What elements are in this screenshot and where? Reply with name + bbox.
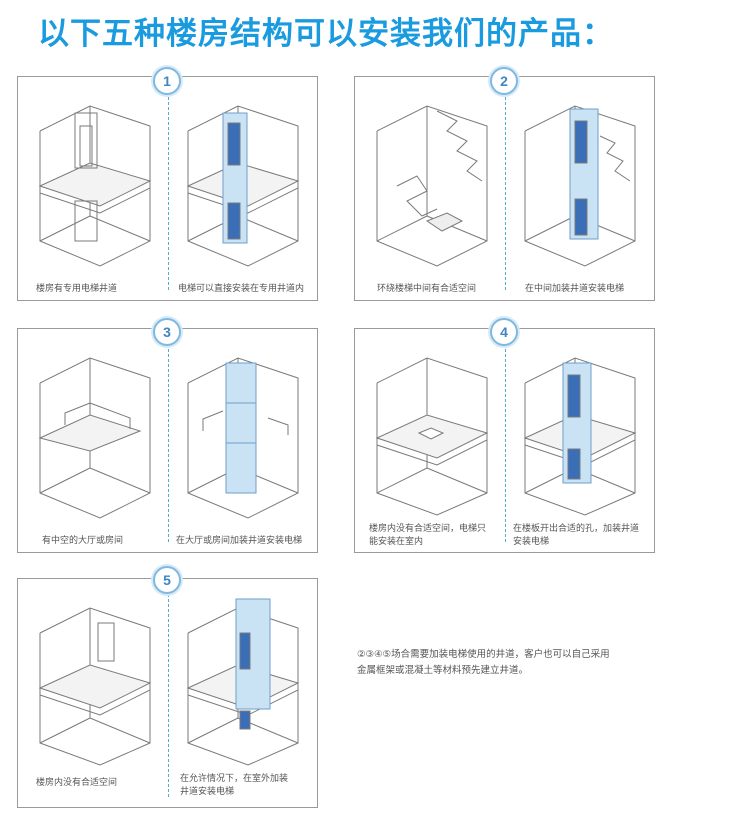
scene-hall-elevator bbox=[187, 357, 299, 519]
panel-divider bbox=[505, 87, 506, 290]
caption-left: 有中空的大厅或房间 bbox=[42, 535, 123, 548]
badge-3: 3 bbox=[153, 318, 181, 346]
caption-line: 电梯可以直接安装在专用井道内 bbox=[178, 284, 305, 294]
caption-line: 楼房内没有合适空间 bbox=[36, 778, 118, 788]
badge-5: 5 bbox=[153, 566, 181, 594]
caption-line: 环绕楼梯中间有合适空间 bbox=[377, 284, 477, 294]
page-title: 以下五种楼房结构可以安装我们的产品： bbox=[38, 16, 614, 52]
scene-floor-hole bbox=[375, 357, 489, 516]
caption-right: 在中间加装井道安装电梯 bbox=[525, 283, 624, 296]
badge-2: 2 bbox=[490, 67, 518, 95]
panel-2: 环绕楼梯中间有合适空间 在中间加装井道安装电梯 bbox=[354, 76, 655, 301]
caption-right: 在楼板开出合适的孔，加装井道 安装电梯 bbox=[513, 523, 639, 549]
caption-line: 井道安装电梯 bbox=[180, 787, 235, 797]
caption-line: 在楼板开出合适的孔，加装井道 bbox=[513, 524, 640, 534]
footnote-line: ②③④⑤场合需要加装电梯使用的井道，客户也可以自己采用 bbox=[357, 649, 610, 660]
footnote-line: 金属框架或混凝土等材料预先建立井道。 bbox=[357, 665, 529, 676]
panel-divider bbox=[168, 87, 169, 290]
caption-left: 楼房内没有合适空间，电梯只 能安装在室内 bbox=[369, 523, 486, 549]
caption-line: 楼房内没有合适空间，电梯只 bbox=[369, 524, 487, 534]
panel-divider bbox=[168, 589, 169, 797]
caption-line: 能安装在室内 bbox=[369, 537, 424, 547]
footnote: ②③④⑤场合需要加装电梯使用的井道，客户也可以自己采用 金属框架或混凝土等材料预… bbox=[357, 647, 610, 679]
panel-divider bbox=[168, 339, 169, 542]
scene-elevator-in-shaft bbox=[186, 105, 300, 267]
scene-dedicated-shaft bbox=[38, 105, 152, 267]
panel-5: 楼房内没有合适空间 在允许情况下，在室外加装 井道安装电梯 bbox=[17, 578, 318, 808]
caption-line: 楼房有专用电梯井道 bbox=[36, 284, 118, 294]
caption-line: 有中空的大厅或房间 bbox=[42, 536, 124, 546]
scene-no-space bbox=[38, 607, 152, 766]
panel-3: 有中空的大厅或房间 在大厅或房间加装井道安装电梯 bbox=[17, 328, 318, 553]
caption-line: 在大厅或房间加装井道安装电梯 bbox=[176, 536, 303, 546]
badge-1: 1 bbox=[153, 67, 181, 95]
caption-line: 在中间加装井道安装电梯 bbox=[525, 284, 625, 294]
scene-stairwell-elevator bbox=[524, 105, 636, 267]
caption-line: 安装电梯 bbox=[513, 537, 550, 547]
badge-4: 4 bbox=[490, 318, 518, 346]
caption-right: 在允许情况下，在室外加装 井道安装电梯 bbox=[180, 773, 288, 799]
panel-1: 楼房有专用电梯井道 电梯可以直接安装在专用井道内 bbox=[17, 76, 318, 301]
caption-line: 在允许情况下，在室外加装 bbox=[180, 774, 289, 784]
panel-divider bbox=[505, 339, 506, 542]
caption-right: 在大厅或房间加装井道安装电梯 bbox=[176, 535, 302, 548]
caption-left: 楼房内没有合适空间 bbox=[36, 777, 117, 790]
caption-left: 环绕楼梯中间有合适空间 bbox=[377, 283, 476, 296]
scene-floor-hole-elevator bbox=[523, 357, 637, 516]
caption-right: 电梯可以直接安装在专用井道内 bbox=[178, 283, 304, 296]
scene-hollow-hall bbox=[38, 357, 151, 519]
scene-stairwell bbox=[376, 105, 488, 267]
panel-4: 楼房内没有合适空间，电梯只 能安装在室内 在楼板开出合适的孔，加装井道 安装电梯 bbox=[354, 328, 655, 553]
caption-left: 楼房有专用电梯井道 bbox=[36, 283, 117, 296]
scene-outdoor-shaft bbox=[186, 598, 300, 766]
